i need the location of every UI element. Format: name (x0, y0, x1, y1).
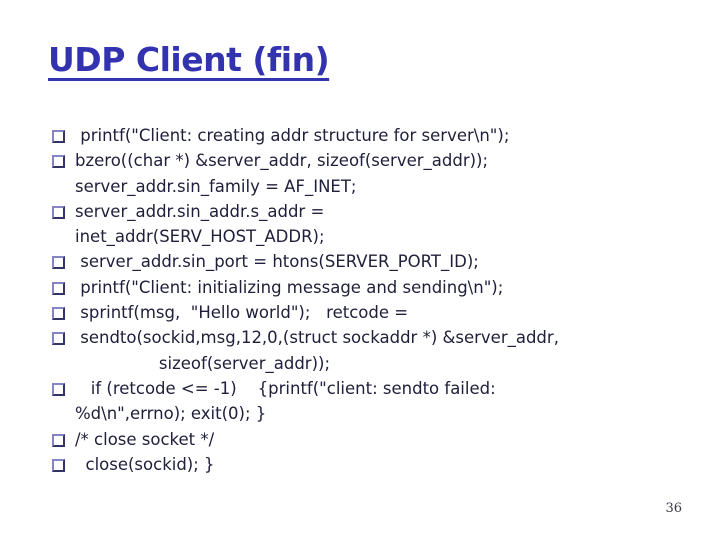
bullet-item: server_addr.sin_port = htons(SERVER_PORT… (52, 249, 694, 274)
bullet-list: printf("Client: creating addr structure … (52, 123, 694, 477)
bullet-item: close(sockid); } (52, 452, 694, 477)
bullet-text: /* close socket */ (75, 429, 215, 449)
square-bullet-icon (52, 205, 65, 219)
square-bullet-icon (52, 307, 65, 321)
bullet-text: server_addr.sin_addr.s_addr = inet_addr(… (75, 201, 325, 247)
bullet-text: sprintf(msg, "Hello world"); retcode = (75, 303, 409, 323)
square-bullet-icon (52, 458, 65, 472)
bullet-text: printf("Client: initializing message and… (75, 277, 504, 297)
square-bullet-icon (52, 332, 65, 346)
square-bullet-icon (52, 281, 65, 295)
bullet-item: server_addr.sin_addr.s_addr = inet_addr(… (52, 199, 694, 250)
bullet-item: /* close socket */ (52, 427, 694, 452)
bullet-text: bzero((char *) &server_addr, sizeof(serv… (75, 151, 489, 196)
bullet-item: printf("Client: creating addr structure … (52, 123, 694, 148)
square-bullet-icon (52, 382, 65, 396)
square-bullet-icon (52, 256, 65, 270)
square-bullet-icon (52, 433, 65, 447)
bullet-text: close(sockid); } (75, 454, 215, 474)
bullet-item: printf("Client: initializing message and… (52, 275, 694, 300)
square-bullet-icon (52, 130, 65, 143)
slide-title: UDP Client (fin) (48, 40, 330, 79)
bullet-text: if (retcode <= -1) {printf("client: send… (75, 378, 496, 424)
page-number: 36 (665, 501, 682, 516)
bullet-item: if (retcode <= -1) {printf("client: send… (52, 376, 694, 427)
bullet-item: sendto(sockid,msg,12,0,(struct sockaddr … (52, 325, 694, 376)
bullet-item: sprintf(msg, "Hello world"); retcode = (52, 300, 694, 325)
bullet-text: server_addr.sin_port = htons(SERVER_PORT… (75, 252, 479, 272)
bullet-text: printf("Client: creating addr structure … (75, 126, 510, 145)
bullet-item: bzero((char *) &server_addr, sizeof(serv… (52, 148, 694, 199)
square-bullet-icon (52, 155, 65, 169)
bullet-text: sendto(sockid,msg,12,0,(struct sockaddr … (80, 328, 559, 373)
